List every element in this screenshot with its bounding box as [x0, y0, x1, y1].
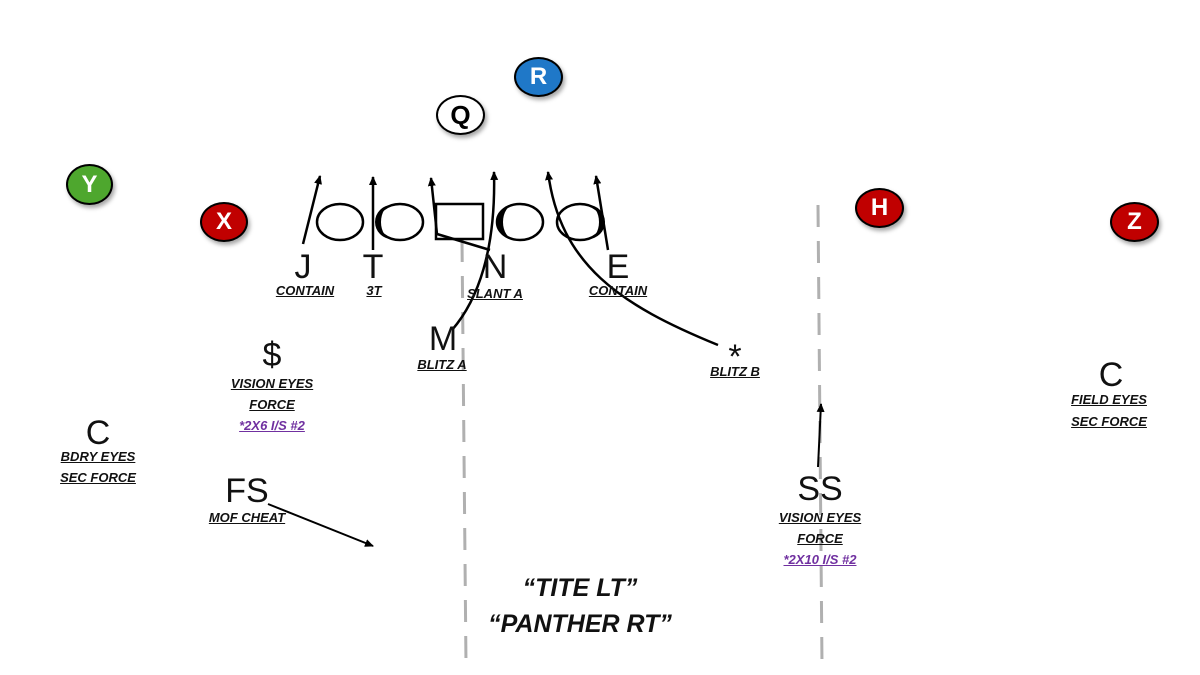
m-defender: M — [428, 320, 458, 358]
call-line-1: “TITE LT” — [522, 574, 638, 602]
star-assignment: BLITZ B — [710, 364, 760, 379]
strong-safety-assignment-2: FORCE — [797, 531, 843, 546]
t-defender: T — [362, 248, 384, 286]
star-route — [545, 171, 719, 347]
star-defender: * — [728, 338, 742, 376]
right-guard-shade — [497, 205, 514, 239]
t-assignment: 3T — [366, 283, 382, 298]
strong-safety-alignment: *2X10 I/S #2 — [783, 552, 857, 567]
right-corner-assignment-1: FIELD EYES — [1071, 392, 1147, 407]
z-receiver-icon: Z — [1110, 202, 1159, 242]
center — [434, 202, 485, 241]
n-route — [427, 177, 491, 252]
r-label: R — [529, 63, 548, 90]
free-safety-assignment: MOF CHEAT — [208, 510, 286, 525]
fs-route — [267, 503, 374, 547]
left-tackle — [315, 202, 365, 242]
n-assignment: SLANT A — [467, 286, 523, 301]
q-label: Q — [450, 99, 471, 130]
dollar-assignment-2: FORCE — [249, 397, 295, 412]
running-back-icon: R — [514, 57, 563, 97]
free-safety: FS — [225, 472, 269, 510]
dollar-alignment: *2X6 I/S #2 — [239, 418, 305, 433]
m-route — [451, 171, 499, 331]
e-defender: E — [606, 248, 630, 286]
dollar-assignment-1: VISION EYES — [230, 376, 314, 391]
x-receiver-icon: X — [200, 202, 248, 242]
y-receiver-icon: Y — [66, 164, 113, 205]
right-tackle-shade — [588, 205, 605, 239]
left-corner: C — [85, 414, 111, 452]
y-label: Y — [81, 170, 98, 198]
ss-route — [816, 403, 825, 468]
z-label: Z — [1127, 208, 1142, 235]
quarterback-icon: Q — [436, 95, 485, 135]
left-corner-assignment-2: SEC FORCE — [60, 470, 136, 485]
x-label: X — [215, 208, 232, 235]
left-hash-line — [460, 239, 468, 666]
right-corner: C — [1098, 356, 1124, 394]
h-label: H — [870, 194, 889, 221]
j-assignment: CONTAIN — [275, 283, 335, 298]
n-defender: N — [482, 248, 508, 286]
strong-safety: SS — [797, 470, 843, 508]
dollar-defender: $ — [262, 336, 282, 374]
e-assignment: CONTAIN — [588, 283, 648, 298]
left-corner-assignment-1: BDRY EYES — [60, 449, 136, 464]
j-route — [301, 175, 322, 245]
left-guard-shade — [375, 205, 392, 239]
e-route — [593, 175, 610, 251]
j-defender: J — [294, 248, 312, 286]
right-corner-assignment-2: SEC FORCE — [1071, 414, 1147, 429]
h-receiver-icon: H — [855, 188, 904, 228]
m-assignment: BLITZ A — [417, 357, 467, 372]
strong-safety-assignment-1: VISION EYES — [778, 510, 862, 525]
call-line-2: “PANTHER RT” — [488, 610, 672, 638]
